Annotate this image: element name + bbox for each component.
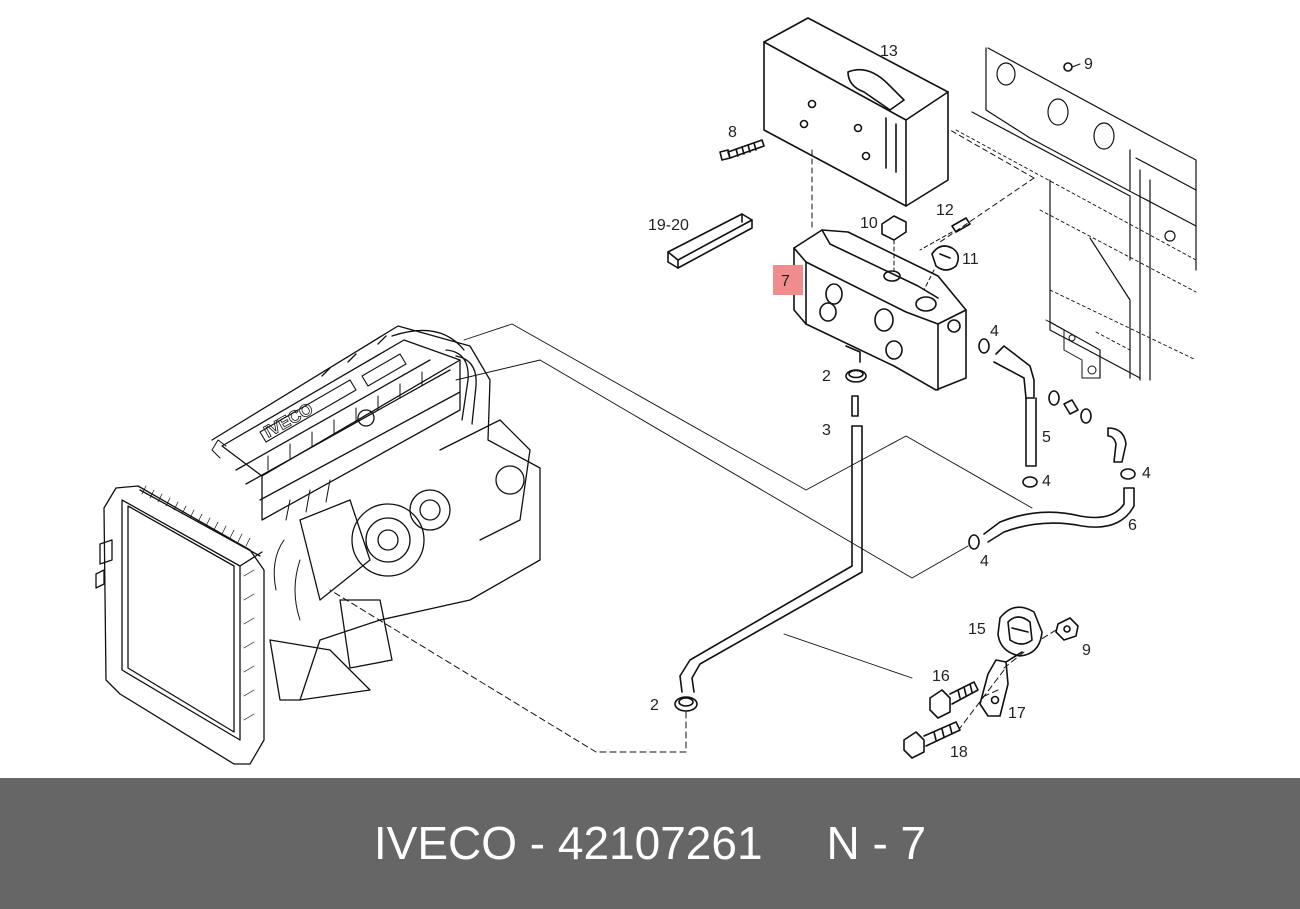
nut-9-bottom [1055,617,1079,641]
foam-strip-19-20 [667,213,753,269]
callout-2-bottom: 2 [650,697,659,714]
hose-5 [993,345,1037,467]
callout-19-20: 19-20 [648,217,689,234]
callout-3: 3 [822,422,831,439]
callout-16: 16 [932,668,950,685]
part-number-banner: IVECO - 42107261 N - 7 [0,778,1300,909]
leader-lines-engine [455,323,1033,679]
cap-10 [881,215,907,271]
callout-15: 15 [968,621,986,638]
exploded-view-drawing: IVECO 13 9 8 19-20 10 12 11 7 4 2 3 5 4 … [95,17,1197,765]
clamp-2-bottom [674,696,698,712]
callout-4-c: 4 [1142,465,1151,482]
callout-18: 18 [950,744,968,761]
bolt-18 [903,721,961,759]
clamps-4 [968,338,1136,550]
callout-17: 17 [1008,705,1026,722]
plug-12 [919,217,971,251]
callout-10: 10 [860,215,878,232]
engine-logo-plate [259,353,407,443]
callout-2-top: 2 [822,368,831,385]
callout-11: 11 [962,251,979,268]
leader-lines-lower [329,589,1057,753]
callout-6: 6 [1128,517,1137,534]
hose-3 [679,395,863,693]
nut-9-top [1063,62,1081,72]
highlight-box [773,265,803,295]
part-number-text: IVECO - 42107261 N - 7 [373,817,927,869]
radiator [95,485,265,765]
callout-4-a: 4 [990,323,999,340]
callout-12: 12 [936,202,954,219]
hose-6 [983,487,1135,543]
engine-injectors [211,371,423,621]
parts-diagram: IVECO 13 9 8 19-20 10 12 11 7 4 2 3 5 4 … [95,17,1197,765]
chassis-frame-hidden [955,129,1197,361]
radiator-fins [141,485,255,721]
callout-9-bottom: 9 [1082,642,1091,659]
bracket-17 [979,651,1023,717]
engine-assembly [211,325,541,701]
callout-5: 5 [1042,429,1051,446]
callout-4-d: 4 [980,553,989,570]
tank-bracket-mount [1045,319,1101,379]
callout-7: 7 [781,273,790,290]
callout-4-b: 4 [1042,473,1051,490]
sensor-15 [997,606,1043,657]
callout-13: 13 [880,43,898,60]
clamp-2-top [845,369,867,383]
chassis-frame [971,47,1197,381]
expansion-tank [793,229,967,391]
bolt-8 [719,139,765,161]
callout-8: 8 [728,124,737,141]
sensor-11 [923,245,960,291]
connector-tube [1063,399,1127,463]
bolt-16 [929,681,979,719]
leader-lines-shield [811,129,1035,243]
callout-9-top: 9 [1084,56,1093,73]
heat-shield-plate [763,17,949,207]
